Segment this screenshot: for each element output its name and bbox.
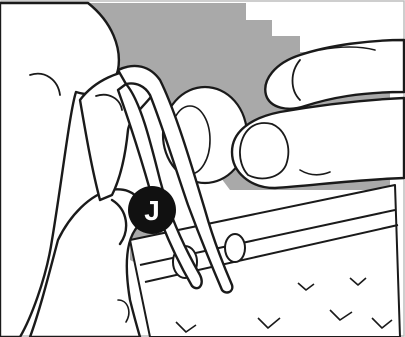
vent-mark [257, 317, 281, 329]
callout-circle [128, 186, 176, 234]
vent-mark [349, 277, 367, 286]
vent-mark [371, 317, 393, 329]
vent-mark [329, 309, 353, 321]
right-hand [230, 38, 405, 190]
tool-band [116, 64, 234, 294]
left-hand [0, 1, 144, 337]
fingernail [239, 122, 290, 180]
vent-mark [175, 321, 197, 333]
callout-badge: J [128, 186, 176, 234]
vent-mark [297, 282, 315, 291]
callout-label: J [144, 195, 160, 226]
